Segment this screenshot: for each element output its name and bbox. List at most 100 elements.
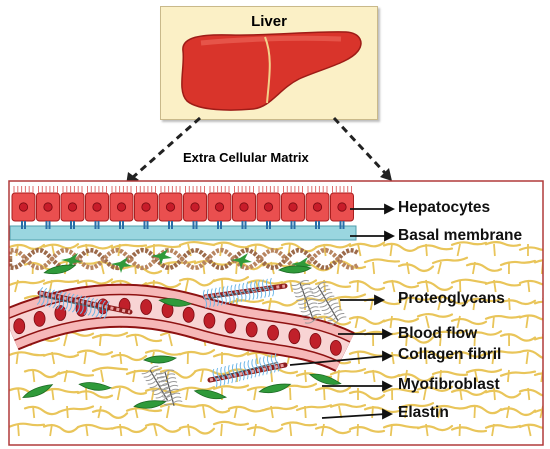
elastin-strand	[253, 423, 257, 437]
elastin-strand	[9, 351, 46, 357]
elastin-strand	[187, 423, 191, 437]
elastin-strand	[382, 280, 420, 289]
elastin-strand	[32, 405, 36, 419]
elastin-strand	[17, 387, 21, 401]
elastin-strand	[450, 351, 488, 358]
elastin-strand	[246, 426, 284, 433]
liver-panel: Liver	[160, 6, 378, 120]
elastin-strand	[134, 405, 139, 419]
elastin-strand	[280, 421, 318, 427]
proteoglycan-icon	[36, 287, 110, 320]
elastin-strand	[437, 405, 442, 419]
elastin-strand	[465, 262, 503, 272]
basal-membrane	[9, 225, 357, 241]
hepatocyte-nucleus	[116, 202, 127, 212]
elastin-strand	[289, 279, 294, 293]
proteoglycan-icon	[309, 281, 347, 325]
elastin-strand	[314, 315, 352, 326]
elastin-strand	[439, 369, 442, 383]
elastin-strand	[323, 387, 326, 401]
elastin-strand	[110, 425, 148, 434]
elastin-strand	[83, 351, 87, 365]
myofibroblast-icon	[193, 389, 227, 400]
elastin-strand	[382, 387, 420, 394]
elastin-strand	[533, 336, 543, 341]
hepatocyte-nucleus	[288, 202, 298, 212]
elastin-strand	[23, 368, 61, 379]
elastin-strand	[9, 279, 46, 286]
elastin-strand	[484, 241, 522, 247]
hepatocyte-nucleus	[92, 202, 102, 212]
elastin-strand	[85, 423, 89, 437]
elastin-strand	[389, 243, 393, 257]
myofibroblast-icon	[291, 257, 312, 273]
elastin-strand	[338, 297, 342, 311]
elastin-strand	[42, 423, 80, 433]
elastin-strand	[518, 279, 543, 286]
elastin-strand	[397, 402, 435, 409]
myofibroblast-icon	[143, 355, 177, 364]
elastin-strand	[465, 404, 503, 415]
hepatocyte-nucleus	[337, 202, 347, 212]
hepatocyte-nucleus	[263, 202, 274, 212]
elastin-strand	[153, 423, 158, 437]
label-pointers	[289, 203, 396, 420]
elastin-strand	[134, 333, 139, 347]
elastin-strand	[484, 389, 522, 399]
elastin-strand	[493, 279, 497, 293]
elastin-strand	[125, 264, 163, 275]
elastin-strand	[363, 370, 401, 379]
integrin	[315, 221, 320, 229]
elastin-strand	[49, 423, 53, 437]
elastin-strand	[178, 348, 216, 356]
elastin-strand	[85, 387, 88, 401]
proteoglycan-icon	[202, 277, 275, 309]
elastin-strand	[406, 261, 410, 275]
hepatocyte-nucleus	[312, 202, 323, 212]
elastin-strand	[425, 243, 428, 257]
proteoglycan-icon	[155, 369, 183, 406]
liver-organ-icon	[181, 31, 362, 111]
elastin-strand	[42, 387, 80, 394]
elastin-strand	[491, 423, 495, 437]
elastin-strand	[416, 424, 454, 432]
integrin	[339, 221, 345, 229]
liver-title: Liver	[251, 13, 287, 30]
elastin-strand	[348, 426, 386, 433]
elastin-strand	[199, 369, 204, 383]
elastin-strand	[348, 316, 386, 325]
elastin-strand	[63, 333, 68, 347]
myofibroblast-icon	[231, 253, 252, 269]
elastin-strand	[518, 423, 543, 429]
elastin-strand	[348, 390, 386, 401]
elastin-strand	[416, 312, 454, 318]
myofibroblast-icon	[258, 383, 292, 394]
elastin-strand	[431, 256, 469, 265]
elastin-strand	[63, 369, 68, 383]
elastin-strand	[518, 314, 543, 321]
elastin-strand	[372, 261, 376, 275]
myofibroblast-icon	[309, 373, 342, 385]
elastin-strand	[329, 260, 367, 270]
elastin-strand	[403, 297, 408, 311]
elastin-strand	[456, 315, 461, 329]
elastin-strand	[144, 423, 182, 433]
label-elastin: Elastin	[398, 404, 449, 421]
elastin-strand	[125, 407, 163, 413]
elastin-strand	[235, 261, 238, 275]
elastin-strand	[391, 351, 395, 365]
myofibroblast-icon	[133, 400, 167, 409]
elastin-strand	[144, 349, 182, 356]
elastin-strand	[323, 243, 327, 257]
elastin-strand	[450, 426, 488, 433]
elastin-strand	[329, 403, 367, 409]
label-hepatocytes: Hepatocytes	[398, 199, 491, 216]
elastin-strand	[348, 350, 386, 357]
red-blood-cell-icon	[203, 312, 216, 329]
myofibroblast-icon	[61, 253, 82, 269]
proteoglycans	[36, 277, 347, 406]
elastin-strand	[473, 405, 476, 419]
elastin-strand	[314, 243, 352, 249]
